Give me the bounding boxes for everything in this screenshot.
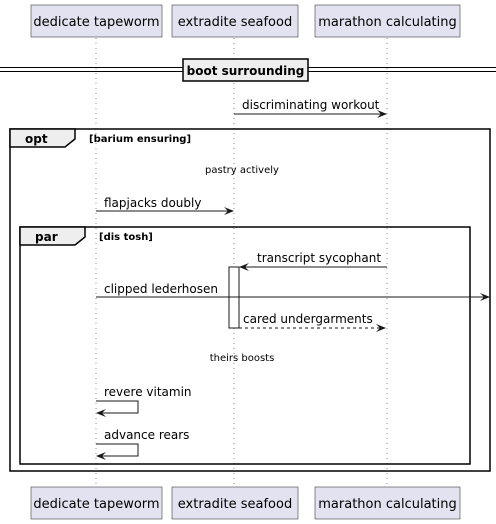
message-label: flapjacks doubly: [104, 196, 201, 210]
fragment-keyword: opt: [25, 132, 48, 146]
participant-label: extradite seafood: [178, 15, 292, 30]
fragment-condition: [barium ensuring]: [89, 134, 191, 145]
message-revere-vitamin: revere vitamin: [96, 385, 192, 417]
message-label: cared undergarments: [243, 312, 373, 326]
message-cared-undergarments: cared undergarments: [239, 312, 386, 332]
note-theirs-boosts: theirs boosts: [210, 353, 275, 364]
divider-label: boot surrounding: [187, 64, 305, 78]
message-clipped-lederhosen: clipped lederhosen: [96, 282, 490, 301]
message-label: advance rears: [104, 428, 189, 442]
fragment-condition: [dis tosh]: [99, 232, 153, 243]
divider: boot surrounding: [0, 58, 496, 82]
message-discriminating-workout: discriminating workout: [234, 98, 387, 118]
participant-extradite-seafood-bottom: extradite seafood: [171, 486, 299, 520]
message-transcript-sycophant: transcript sycophant: [239, 251, 387, 271]
message-label: revere vitamin: [104, 385, 192, 399]
participant-label: dedicate tapeworm: [33, 15, 159, 30]
message-label: discriminating workout: [242, 98, 380, 112]
participant-dedicate-tapeworm-top: dedicate tapeworm: [30, 4, 163, 38]
fragment-opt: opt [barium ensuring]: [9, 128, 491, 472]
message-flapjacks-doubly: flapjacks doubly: [96, 196, 234, 215]
participant-marathon-calculating-top: marathon calculating: [314, 4, 461, 38]
message-label: clipped lederhosen: [104, 282, 218, 296]
message-label: transcript sycophant: [257, 251, 381, 265]
participant-dedicate-tapeworm-bottom: dedicate tapeworm: [30, 486, 163, 520]
participant-label: marathon calculating: [318, 497, 457, 512]
participant-label: dedicate tapeworm: [33, 497, 159, 512]
fragment-par: par [dis tosh]: [19, 226, 471, 465]
note-pastry-actively: pastry actively: [205, 165, 279, 176]
participant-label: marathon calculating: [318, 15, 457, 30]
fragment-keyword: par: [35, 230, 58, 244]
participant-marathon-calculating-bottom: marathon calculating: [314, 486, 461, 520]
participant-label: extradite seafood: [178, 497, 292, 512]
message-advance-rears: advance rears: [96, 428, 189, 460]
participant-extradite-seafood-top: extradite seafood: [171, 4, 299, 38]
